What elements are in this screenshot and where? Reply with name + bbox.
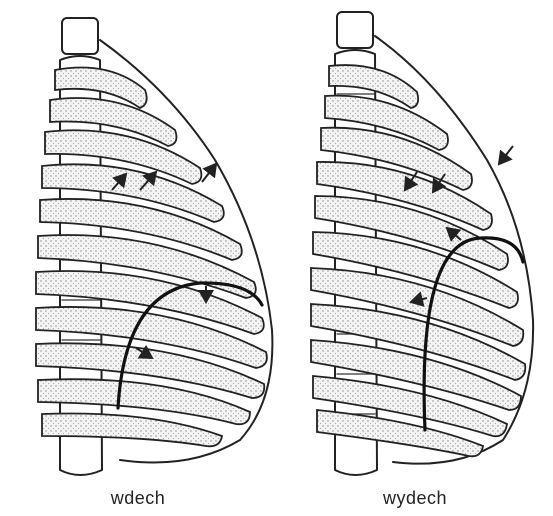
ribcage-inhale-illustration <box>0 0 276 480</box>
ribcage-exhale-illustration <box>277 0 553 480</box>
ribs <box>311 65 525 456</box>
caption-exhale: wydech <box>277 488 553 509</box>
ribcage-exhale-panel: wydech <box>277 0 553 516</box>
ribcage-inhale-panel: wdech <box>0 0 276 516</box>
ribs <box>36 68 267 447</box>
caption-inhale: wdech <box>0 488 276 509</box>
